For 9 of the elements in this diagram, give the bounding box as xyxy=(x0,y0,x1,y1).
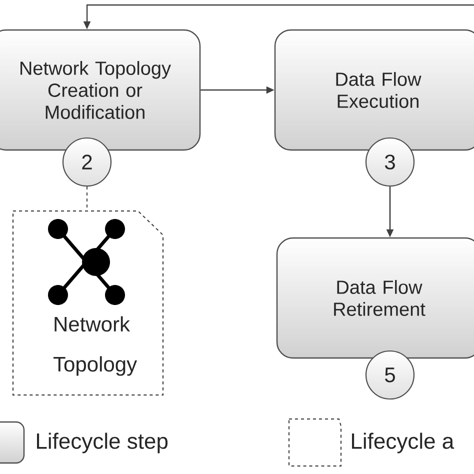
process-box: Network Topology Creation or Modification xyxy=(0,29,201,151)
process-box: Data Flow Retirement xyxy=(276,237,474,359)
legend-label: Lifecycle step xyxy=(37,432,168,454)
step-number: 2 xyxy=(62,137,112,187)
step-number: 3 xyxy=(365,137,415,187)
process-box: Data Flow Execution xyxy=(274,29,474,151)
artifact-document: Network Topology xyxy=(12,210,164,396)
step-number: 5 xyxy=(365,350,415,400)
legend-label: Lifecycle a xyxy=(352,432,454,454)
